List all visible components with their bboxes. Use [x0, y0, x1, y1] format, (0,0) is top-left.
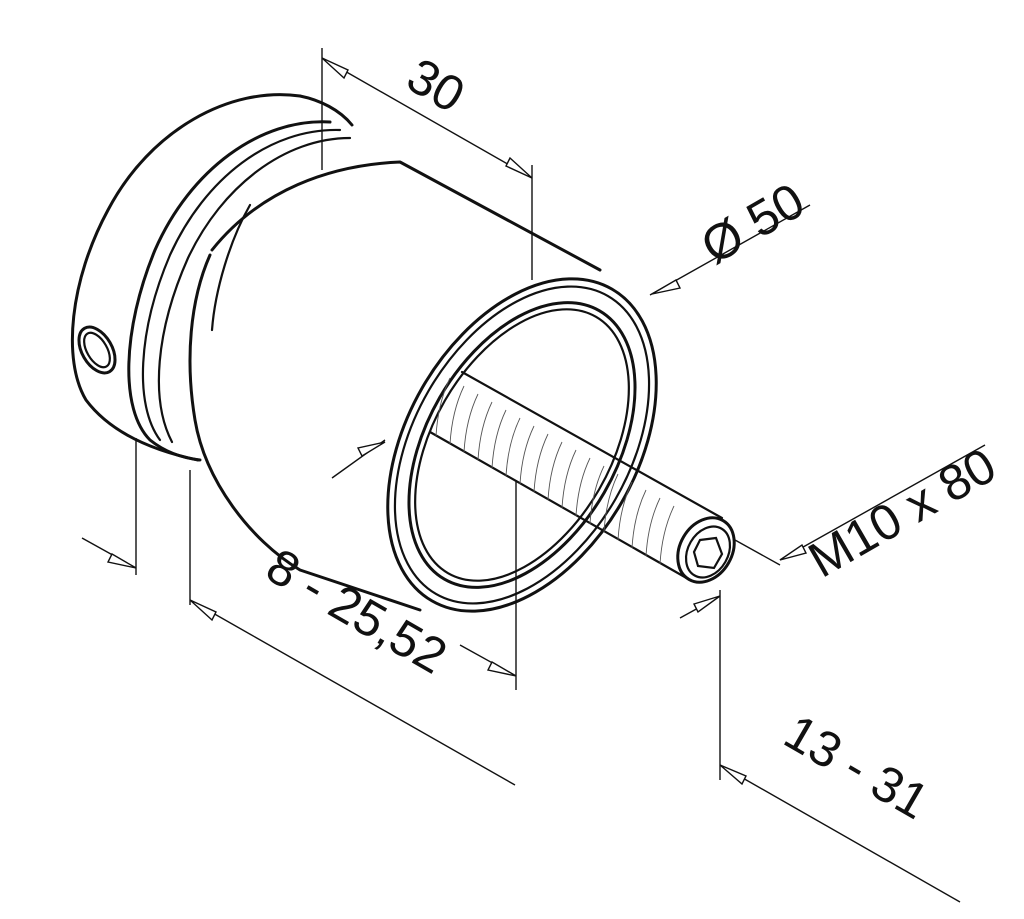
dim-30-label: 30: [398, 47, 474, 123]
dim-thread: M10 x 80: [734, 437, 1005, 588]
dim-glass-gap: 8 - 25,52: [81, 438, 517, 786]
bolt-end: [676, 516, 736, 584]
dim-30: 30: [321, 47, 533, 280]
dim-glass-gap-label: 8 - 25,52: [257, 538, 456, 685]
front-face: [386, 277, 658, 613]
dim-bolt-protrusion: 13 - 31: [679, 590, 961, 903]
set-screw-hole: [77, 325, 117, 375]
dim-diameter-label: Ø 50: [692, 172, 814, 275]
thread-lines: [435, 377, 675, 565]
dim-diameter: Ø 50: [649, 172, 814, 296]
rear-flange: [70, 93, 354, 462]
cylinder-body: [188, 160, 602, 612]
threaded-bolt: [428, 370, 736, 584]
hex-socket-icon: [692, 536, 724, 570]
dim-thread-label: M10 x 80: [799, 437, 1005, 588]
